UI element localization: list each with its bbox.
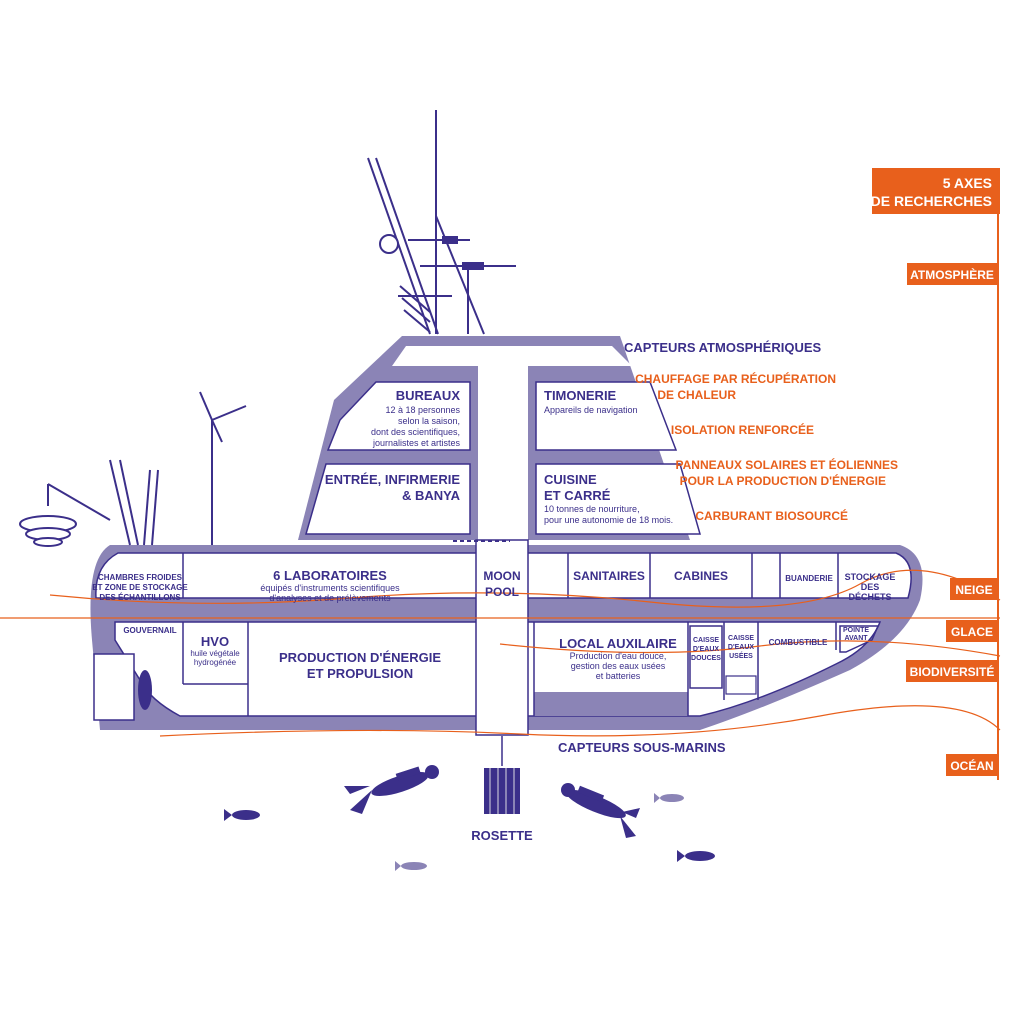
timonerie-sub: Appareils de navigation: [544, 405, 638, 415]
entree-line1: ENTRÉE, INFIRMERIE: [325, 472, 460, 487]
cuisine-line2: ET CARRÉ: [544, 488, 611, 503]
radome-icon: [19, 484, 77, 547]
axis-snow-tag: [950, 578, 998, 600]
propeller-icon: [138, 670, 152, 710]
isolation-label: ISOLATION RENFORCÉE: [671, 422, 814, 437]
axis-ice-tag: [946, 620, 998, 642]
ice-wave-line: [499, 640, 1001, 657]
panneaux-line1: PANNEAUX SOLAIRES ET ÉOLIENNES: [676, 457, 898, 472]
dechets-line1: STOCKAGE: [845, 572, 896, 582]
axes-header-box: [872, 168, 1000, 214]
panneaux-line2: POUR LA PRODUCTION D'ÉNERGIE: [680, 473, 886, 488]
caisse-douces-line2: D'EAUX: [693, 646, 719, 653]
combustible-label: COMBUSTIBLE: [769, 638, 828, 647]
local-sub1: Production d'eau douce,: [570, 651, 667, 661]
chambres-line3: DES ÉCHANTILLONS: [99, 593, 181, 602]
hvo-title: HVO: [201, 634, 229, 649]
bureaux-line2: selon la saison,: [398, 416, 460, 426]
dechets-line2: DES: [861, 582, 880, 592]
caisse-usees-line2: D'EAUX: [728, 644, 754, 651]
axis-ocean-tag: [946, 754, 998, 776]
booms: [47, 459, 159, 546]
axes-header-line2: DE RECHERCHES: [871, 193, 992, 209]
fish-icon: [677, 850, 715, 862]
snow-wave-line: [49, 569, 1001, 608]
room-dividers: [182, 553, 880, 716]
superstructure: [298, 336, 701, 541]
wind-turbine-icon: [199, 391, 247, 545]
cuisine-sub1: 10 tonnes de nourriture,: [544, 504, 640, 514]
local-sub3: et batteries: [596, 671, 641, 681]
bureaux-line4: journalistes et artistes: [372, 438, 461, 448]
timonerie-title: TIMONERIE: [544, 388, 617, 403]
chambres-line1: CHAMBRES FROIDES: [98, 573, 183, 582]
moonpool-line1: MOON: [483, 569, 520, 583]
gouvernail-label: GOUVERNAIL: [123, 626, 176, 635]
caisse-usees-line3: USÉES: [729, 651, 753, 660]
cuisine-line1: CUISINE: [544, 472, 597, 487]
caisse-douces-line3: DOUCES: [691, 655, 721, 662]
laboratoires-sub1: équipés d'instruments scientifiques: [260, 583, 400, 593]
bureaux-line3: dont des scientifiques,: [371, 427, 460, 437]
rosette-icon: [484, 736, 520, 814]
pointe-line1: POINTE: [843, 627, 869, 634]
axis-atmosphere-label: ATMOSPHÈRE: [910, 267, 994, 282]
axis-snow-label: NEIGE: [955, 583, 992, 597]
buanderie-label: BUANDERIE: [785, 574, 833, 583]
axes-header-line1: 5 AXES: [943, 175, 992, 191]
local-title: LOCAL AUXILAIRE: [559, 636, 677, 651]
chauffage-line2: DE CHALEUR: [657, 388, 736, 402]
entree-line2: & BANYA: [402, 488, 461, 503]
axis-biodiversity-label: BIODIVERSITÉ: [910, 664, 995, 679]
rosette-label: ROSETTE: [471, 828, 533, 843]
ocean-wave-line: [159, 705, 1001, 737]
hvo-sub2: hydrogénée: [194, 658, 237, 667]
fish-icon: [395, 861, 427, 871]
capteurs-sous-marins-label: CAPTEURS SOUS-MARINS: [558, 740, 726, 755]
production-line1: PRODUCTION D'ÉNERGIE: [279, 650, 441, 665]
fish-icon: [224, 809, 260, 821]
carburant-label: CARBURANT BIOSOURCÉ: [695, 508, 848, 523]
local-sub2: gestion des eaux usées: [571, 661, 666, 671]
diver-icon: [561, 783, 640, 838]
cuisine-sub2: pour une autonomie de 18 mois.: [544, 515, 673, 525]
mast: [367, 110, 516, 335]
cabines-label: CABINES: [674, 569, 728, 583]
sanitaires-label: SANITAIRES: [573, 569, 645, 583]
laboratoires-sub2: d'analyses et de prélèvements: [269, 593, 391, 603]
radar-dish-icon: [379, 234, 484, 270]
axis-biodiversity-tag: [906, 660, 998, 682]
caisse-usees-line1: CAISSE: [728, 635, 754, 642]
chauffage-line1: CHAUFFAGE PAR RÉCUPÉRATION: [635, 371, 836, 386]
fish-icon: [654, 793, 684, 803]
dechets-line3: DÉCHETS: [848, 592, 891, 602]
moonpool-line2: POOL: [485, 585, 519, 599]
production-line2: ET PROPULSION: [307, 666, 413, 681]
laboratoires-title: 6 LABORATOIRES: [273, 568, 387, 583]
chambres-line2: ET ZONE DE STOCKAGE: [92, 583, 188, 592]
axis-atmosphere-tag: [907, 263, 998, 285]
diver-icon: [344, 765, 439, 814]
axis-ocean-label: OCÉAN: [950, 758, 993, 773]
axis-ice-label: GLACE: [951, 625, 993, 639]
hvo-sub1: huile végétale: [190, 649, 240, 658]
bureaux-title: BUREAUX: [396, 388, 461, 403]
capteurs-atmospheriques-label: CAPTEURS ATMOSPHÉRIQUES: [624, 340, 822, 355]
bureaux-line1: 12 à 18 personnes: [385, 405, 460, 415]
pointe-line2: AVANT: [844, 635, 868, 642]
caisse-douces-line1: CAISSE: [693, 637, 719, 644]
